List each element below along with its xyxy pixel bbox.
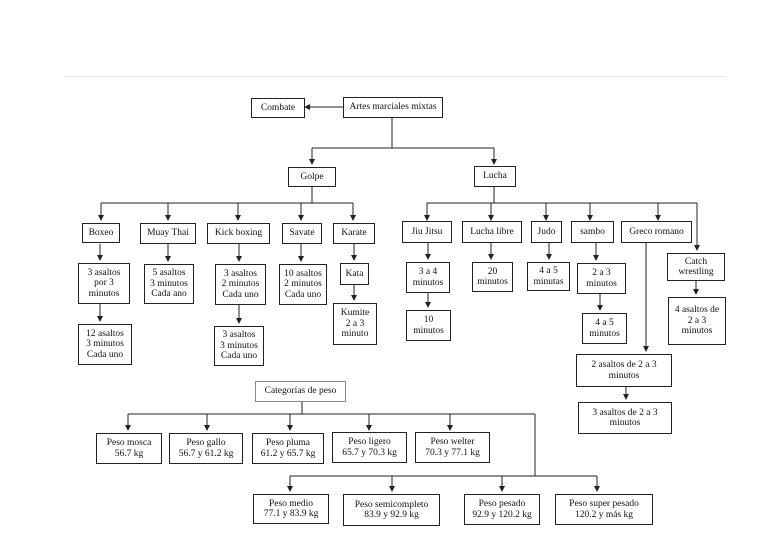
greco-romano-final-time-node: 3 asaltos de 2 a 3 minutos	[578, 402, 672, 434]
judo-node: Judo	[531, 221, 562, 243]
peso-pluma-node: Peso pluma 61.2 y 65.7 kg	[252, 433, 324, 464]
peso-super-pesado-node: Peso super pesado 120.2 y más kg	[555, 494, 653, 525]
peso-welter-node: Peso welter 70.3 y 77.1 kg	[415, 432, 490, 463]
combate-node: Combate	[251, 98, 305, 118]
peso-semicompleto-node: Peso semicompleto 83.9 y 92.9 kg	[343, 494, 440, 526]
jiu-jitsu-time-node: 3 a 4 minutos	[406, 262, 450, 293]
greco-romano-node: Greco romano	[621, 221, 692, 243]
jiu-jitsu-node: Jiu Jitsu	[402, 221, 452, 243]
muay-thai-rounds-node: 5 asaltos 3 minutos Cada ano	[144, 264, 194, 304]
weight-categories-title: Categorías de peso	[255, 381, 346, 402]
muay-thai-node: Muay Thai	[140, 223, 196, 244]
top-divider	[64, 76, 726, 77]
lucha-node: Lucha	[474, 166, 516, 187]
lucha-libre-time-node: 20 minutos	[472, 262, 513, 292]
boxeo-rounds-node: 3 asaltos por 3 minutos	[78, 263, 130, 304]
kata-node: Kata	[340, 263, 369, 285]
savate-node: Savate	[282, 223, 322, 244]
peso-medio-node: Peso medio 77.1 y 83.9 kg	[253, 494, 329, 524]
golpe-node: Golpe	[288, 167, 336, 187]
sambo-final-time-node: 4 a 5 minutos	[582, 313, 627, 344]
peso-mosca-node: Peso mosca 56.7 kg	[96, 433, 162, 464]
root-node: Artes marciales mixtas	[343, 97, 443, 118]
sambo-time-node: 2 a 3 minutos	[577, 263, 626, 294]
catch-wrestling-node: Catch wrestling	[667, 253, 725, 281]
karate-node: Karate	[333, 223, 375, 244]
jiu-jitsu-final-time-node: 10 minutos	[406, 310, 451, 341]
greco-romano-time-node: 2 asaltos de 2 a 3 minutos	[576, 354, 672, 387]
peso-ligero-node: Peso ligero 65.7 y 70.3 kg	[332, 432, 407, 463]
boxeo-pro-rounds-node: 12 asaltos 3 minutos Cada uno	[78, 324, 132, 365]
savate-rounds-node: 10 asaltos 2 minutos Cada uno	[279, 264, 327, 305]
judo-time-node: 4 a 5 minutas	[527, 262, 570, 291]
peso-pesado-node: Peso pesado 92.9 y 120.2 kg	[464, 494, 540, 525]
boxeo-node: Boxeo	[82, 223, 120, 243]
kick-boxing-rounds-node: 3 asaltos 2 minutos Cada uno	[215, 264, 266, 305]
kick-boxing-node: Kick boxing	[207, 223, 270, 244]
kick-boxing-pro-rounds-node: 3 asaltos 3 minutos Cada uno	[214, 326, 264, 366]
kumite-node: Kumite 2 a 3 minuto	[333, 303, 377, 345]
peso-gallo-node: Peso gallo 56.7 y 61.2 kg	[169, 433, 243, 464]
lucha-libre-node: Lucha libre	[462, 221, 522, 243]
catch-wrestling-time-node: 4 asaltos de 2 a 3 minutos	[668, 297, 726, 345]
sambo-node: sambo	[571, 221, 614, 243]
